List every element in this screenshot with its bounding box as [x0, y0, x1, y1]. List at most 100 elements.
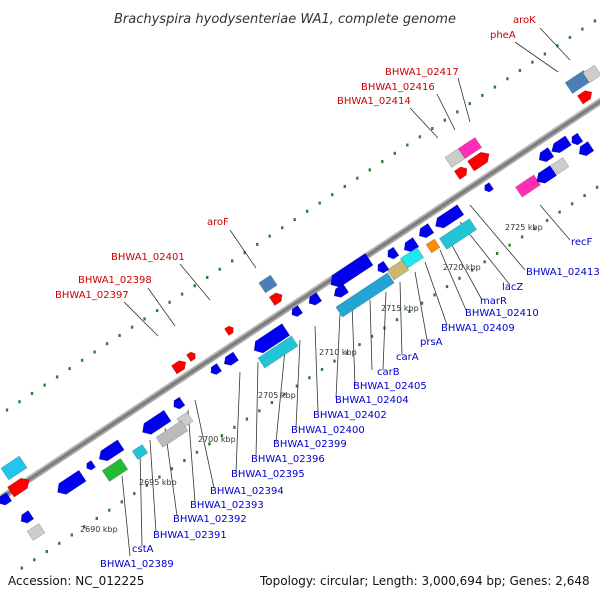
gene-glyph[interactable]: [221, 351, 240, 368]
gene-label-bhwa1-02409[interactable]: BHWA1_02409: [441, 323, 515, 334]
gene-label-bhwa1-02396[interactable]: BHWA1_02396: [251, 454, 325, 465]
gene-glyph[interactable]: [268, 291, 285, 306]
gene-glyph[interactable]: [0, 492, 13, 508]
gene-label-bhwa1-02395[interactable]: BHWA1_02395: [231, 469, 305, 480]
gene-label-bhwa1-02399[interactable]: BHWA1_02399: [273, 439, 347, 450]
gene-glyph[interactable]: [444, 148, 466, 168]
tick-dot: [118, 334, 121, 337]
gene-label-cara[interactable]: carA: [396, 352, 419, 363]
leader-line: [335, 313, 341, 399]
gene-glyph[interactable]: [331, 283, 350, 300]
gene-glyph[interactable]: [401, 237, 420, 255]
leader-line: [414, 271, 428, 341]
tick-dot: [368, 168, 371, 172]
gene-label-bhwa1-02410[interactable]: BHWA1_02410: [465, 308, 539, 319]
gene-label-carb[interactable]: carB: [377, 367, 400, 378]
gene-label-arof[interactable]: aroF: [207, 217, 229, 228]
tick-dot: [443, 118, 446, 122]
gene-glyph[interactable]: [155, 420, 189, 448]
tick-dot: [155, 309, 159, 313]
gene-glyph[interactable]: [18, 510, 35, 526]
gene-glyph[interactable]: [186, 350, 197, 362]
gene-label-bhwa1-02389[interactable]: BHWA1_02389: [100, 559, 174, 570]
gene-glyph[interactable]: [515, 174, 541, 198]
tick-dot: [493, 85, 497, 89]
gene-label-bhwa1-02400[interactable]: BHWA1_02400: [291, 425, 365, 436]
gene-glyph[interactable]: [576, 141, 595, 159]
tick-dot: [258, 409, 261, 413]
gene-label-bhwa1-02394[interactable]: BHWA1_02394: [210, 486, 284, 497]
gene-glyph[interactable]: [482, 182, 494, 193]
gene-glyph[interactable]: [576, 88, 594, 105]
gene-label-csta[interactable]: cstA: [132, 544, 154, 555]
leader-line: [123, 301, 159, 337]
gene-glyph[interactable]: [257, 335, 299, 369]
gene-glyph[interactable]: [327, 253, 374, 290]
gene-glyph[interactable]: [306, 292, 323, 308]
gene-glyph[interactable]: [457, 137, 483, 159]
gene-glyph[interactable]: [224, 324, 235, 336]
gene-glyph[interactable]: [467, 149, 493, 172]
gene-glyph[interactable]: [54, 469, 87, 497]
tick-dot: [381, 160, 384, 164]
tick-dot: [356, 176, 359, 180]
tick-dot: [458, 276, 461, 280]
gene-glyph[interactable]: [258, 274, 278, 294]
gene-glyph[interactable]: [549, 135, 572, 156]
leader-line: [469, 204, 526, 271]
gene-label-bhwa1-02397[interactable]: BHWA1_02397: [55, 290, 129, 301]
gene-glyph[interactable]: [139, 409, 172, 437]
gene-label-bhwa1-02417[interactable]: BHWA1_02417: [385, 67, 459, 78]
gene-glyph[interactable]: [582, 64, 600, 84]
gene-glyph[interactable]: [453, 165, 470, 180]
tick-dot: [95, 516, 98, 520]
gene-label-bhwa1-02402[interactable]: BHWA1_02402: [313, 410, 387, 421]
gene-label-bhwa1-02401[interactable]: BHWA1_02401: [111, 252, 185, 263]
gene-glyph[interactable]: [289, 305, 304, 318]
gene-glyph[interactable]: [170, 358, 188, 375]
gene-glyph[interactable]: [416, 223, 435, 241]
gene-glyph[interactable]: [84, 460, 96, 471]
leader-line: [539, 27, 571, 61]
gene-glyph[interactable]: [569, 132, 584, 147]
gene-glyph[interactable]: [386, 259, 410, 281]
gene-label-bhwa1-02398[interactable]: BHWA1_02398: [78, 275, 152, 286]
gene-glyph[interactable]: [7, 475, 33, 498]
gene-label-bhwa1-02416[interactable]: BHWA1_02416: [361, 82, 435, 93]
tick-dot: [418, 135, 421, 139]
gene-glyph[interactable]: [335, 272, 395, 318]
gene-glyph[interactable]: [385, 246, 400, 261]
gene-glyph[interactable]: [131, 444, 149, 460]
gene-glyph[interactable]: [550, 157, 570, 175]
gene-label-arok[interactable]: aroK: [513, 15, 536, 26]
tick-dot: [180, 292, 184, 296]
gene-glyph[interactable]: [432, 204, 465, 232]
gene-glyph[interactable]: [533, 165, 558, 186]
gene-label-phea[interactable]: pheA: [490, 30, 516, 41]
gene-glyph[interactable]: [171, 396, 186, 411]
gene-label-bhwa1-02392[interactable]: BHWA1_02392: [173, 514, 247, 525]
gene-label-recf[interactable]: recF: [571, 237, 593, 248]
tick-dot: [343, 184, 346, 188]
gene-label-bhwa1-02393[interactable]: BHWA1_02393: [190, 500, 264, 511]
tick-dot: [281, 226, 284, 230]
gene-label-marr[interactable]: marR: [480, 296, 507, 307]
gene-label-lacz[interactable]: lacZ: [502, 282, 523, 293]
tick-dot: [58, 541, 61, 545]
gene-glyph[interactable]: [96, 439, 125, 464]
gene-label-bhwa1-02414[interactable]: BHWA1_02414: [337, 96, 411, 107]
gene-glyph[interactable]: [26, 523, 46, 541]
gene-label-prsa[interactable]: prsA: [420, 337, 443, 348]
gene-glyph[interactable]: [250, 323, 291, 357]
gene-label-bhwa1-02391[interactable]: BHWA1_02391: [153, 530, 227, 541]
gene-label-bhwa1-02405[interactable]: BHWA1_02405: [353, 381, 427, 392]
gene-glyph[interactable]: [101, 458, 129, 482]
gene-glyph[interactable]: [425, 238, 441, 254]
gene-label-bhwa1-02413[interactable]: BHWA1_02413: [526, 267, 600, 278]
gene-label-bhwa1-02404[interactable]: BHWA1_02404: [335, 395, 409, 406]
gene-glyph[interactable]: [536, 147, 555, 165]
gene-glyph[interactable]: [208, 363, 223, 376]
gene-glyph[interactable]: [438, 218, 478, 250]
gene-glyph[interactable]: [0, 455, 28, 481]
gene-glyph[interactable]: [375, 260, 390, 275]
